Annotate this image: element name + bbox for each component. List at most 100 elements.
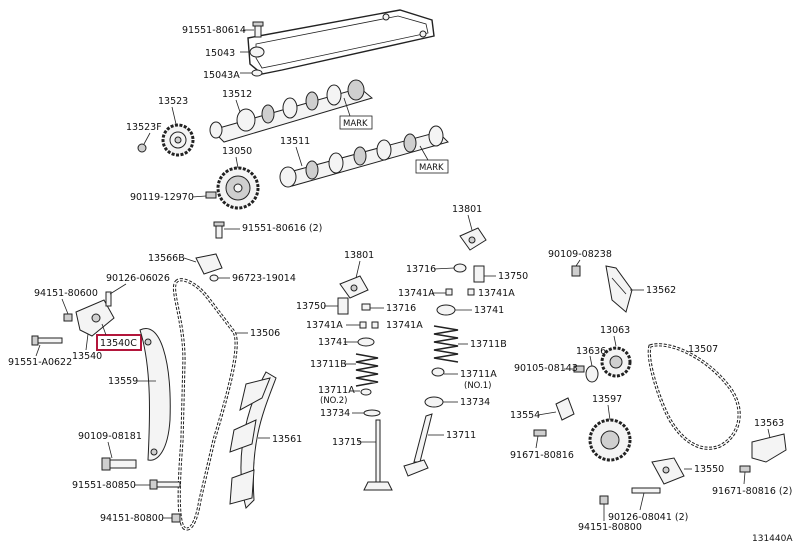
label-90126-06026: 90126-06026 (106, 273, 170, 284)
label-13711b-right: 13711B (470, 339, 507, 350)
grommet-15043[interactable] (249, 46, 265, 58)
bolt-91671-80816-left[interactable] (533, 429, 547, 437)
nut-94151-80600[interactable] (63, 313, 73, 322)
label-13597: 13597 (592, 394, 622, 405)
label-13716-left: 13716 (386, 303, 416, 314)
label-15043a: 15043A (203, 70, 240, 81)
label-13711b-left: 13711B (310, 359, 347, 370)
label-96723-19014: 96723-19014 (232, 273, 296, 284)
label-13540: 13540 (72, 351, 102, 362)
label-90109-08181: 90109-08181 (78, 431, 142, 442)
label-91551-a0622: 91551-A0622 (8, 357, 72, 368)
seal-15043a[interactable] (251, 69, 263, 77)
label-13063: 13063 (600, 325, 630, 336)
camshaft-13511[interactable] (279, 125, 449, 188)
keeper-13741a-left-2[interactable] (371, 321, 379, 329)
label-13554: 13554 (510, 410, 540, 421)
exhaust-valve-13715[interactable] (363, 419, 393, 491)
figure-id: 131440A (752, 534, 793, 544)
lash-adjuster-13716-right[interactable] (453, 263, 467, 273)
chain-guide-13562[interactable] (605, 265, 633, 313)
keeper-13741a-left-1[interactable] (359, 321, 367, 329)
valve-seal-13711a-right[interactable] (431, 367, 445, 377)
tensioner-13550[interactable] (651, 457, 685, 485)
bolt-90119-12970[interactable] (205, 191, 217, 199)
label-13540c[interactable]: 13540C (100, 338, 137, 349)
cover-13563[interactable] (751, 433, 787, 463)
sprocket-13063[interactable] (600, 346, 632, 378)
label-13566b: 13566B (148, 253, 185, 264)
nut-94151-80800-left[interactable] (171, 513, 181, 523)
label-94151-80800-right: 94151-80800 (578, 522, 642, 533)
label-13801-left: 13801 (344, 250, 374, 261)
label-13741-right: 13741 (474, 305, 504, 316)
lifter-13750-right[interactable] (473, 265, 485, 283)
label-13711a-left-sub: (NO.2) (320, 396, 347, 406)
label-13711: 13711 (446, 430, 476, 441)
valve-spring-13711b-right[interactable] (433, 325, 459, 363)
bolt-91551-80614[interactable] (252, 21, 264, 38)
sprocket-13597[interactable] (588, 418, 632, 462)
label-13750-right: 13750 (498, 271, 528, 282)
label-91671-80816-left: 91671-80816 (510, 450, 574, 461)
spring-seat-13734-left[interactable] (363, 409, 381, 417)
label-13711a-left: 13711A (318, 385, 355, 396)
label-90126-08041: 90126-08041 (2) (608, 512, 688, 523)
shaft-13636[interactable] (585, 365, 599, 383)
tensioner-arm-13554[interactable] (555, 397, 575, 421)
cam-cover-gasket[interactable] (247, 9, 435, 75)
bolt-13523f[interactable] (137, 143, 147, 153)
camshaft-13512[interactable] (209, 79, 374, 143)
cam-sprocket-13523[interactable] (161, 123, 195, 157)
label-94151-80600: 94151-80600 (34, 288, 98, 299)
mark-box-1: MARK (339, 115, 373, 130)
label-90105-08143: 90105-08143 (514, 363, 578, 374)
valve-seal-13711a-left[interactable] (360, 388, 372, 396)
timing-chain-13506[interactable] (172, 278, 238, 531)
mark-label-1: MARK (343, 119, 368, 129)
chain-slipper-13559[interactable] (139, 328, 171, 461)
bolt-91551-80616[interactable] (213, 221, 225, 239)
label-90119-12970: 90119-12970 (130, 192, 194, 203)
label-94151-80800-left: 94151-80800 (100, 513, 164, 524)
label-15043: 15043 (205, 48, 235, 59)
lifter-13750-left[interactable] (337, 297, 349, 315)
keeper-13741a-right-2[interactable] (467, 288, 475, 296)
chain-13507[interactable] (647, 343, 741, 450)
bolt-90126-08041[interactable] (631, 487, 661, 494)
label-13741a-right-1: 13741A (398, 288, 435, 299)
mark-box-2: MARK (415, 159, 449, 174)
bolt-91671-80816-right[interactable] (739, 465, 751, 473)
keeper-13741a-right-1[interactable] (445, 288, 453, 296)
label-13550: 13550 (694, 464, 724, 475)
retainer-13741-left[interactable] (357, 337, 375, 347)
lash-adjuster-13716-left[interactable] (361, 303, 371, 311)
intake-valve-13711[interactable] (403, 413, 433, 477)
label-13561: 13561 (272, 434, 302, 445)
label-13512: 13512 (222, 89, 252, 100)
nut-94151-80800-right[interactable] (599, 495, 609, 505)
bolt-90126-06026[interactable] (105, 291, 112, 307)
bolt-90109-08181[interactable] (101, 457, 137, 471)
bolt-91551-80850[interactable] (149, 479, 181, 490)
chain-guide-13561[interactable] (229, 371, 277, 509)
pin-96723-19014[interactable] (209, 274, 219, 282)
mark-label-2: MARK (419, 163, 444, 173)
label-13741-left: 13741 (318, 337, 348, 348)
label-91551-80616: 91551-80616 (2) (242, 223, 322, 234)
vvt-gear-13050[interactable] (216, 166, 260, 210)
chain-guide-13566b[interactable] (195, 253, 223, 275)
label-13716-right: 13716 (406, 264, 436, 275)
valve-spring-13711b-left[interactable] (355, 353, 379, 387)
retainer-13741-right[interactable] (436, 304, 456, 316)
rocker-arm-13801-right[interactable] (459, 227, 487, 251)
spring-seat-13734-right[interactable] (424, 396, 444, 408)
bolt-91551-a0622[interactable] (31, 335, 63, 346)
label-13523: 13523 (158, 96, 188, 107)
label-13801-right: 13801 (452, 204, 482, 215)
label-13050: 13050 (222, 146, 252, 157)
rocker-arm-13801-left[interactable] (339, 275, 369, 299)
bolt-90109-08238[interactable] (571, 265, 581, 277)
label-13741a-right-2: 13741A (478, 288, 515, 299)
